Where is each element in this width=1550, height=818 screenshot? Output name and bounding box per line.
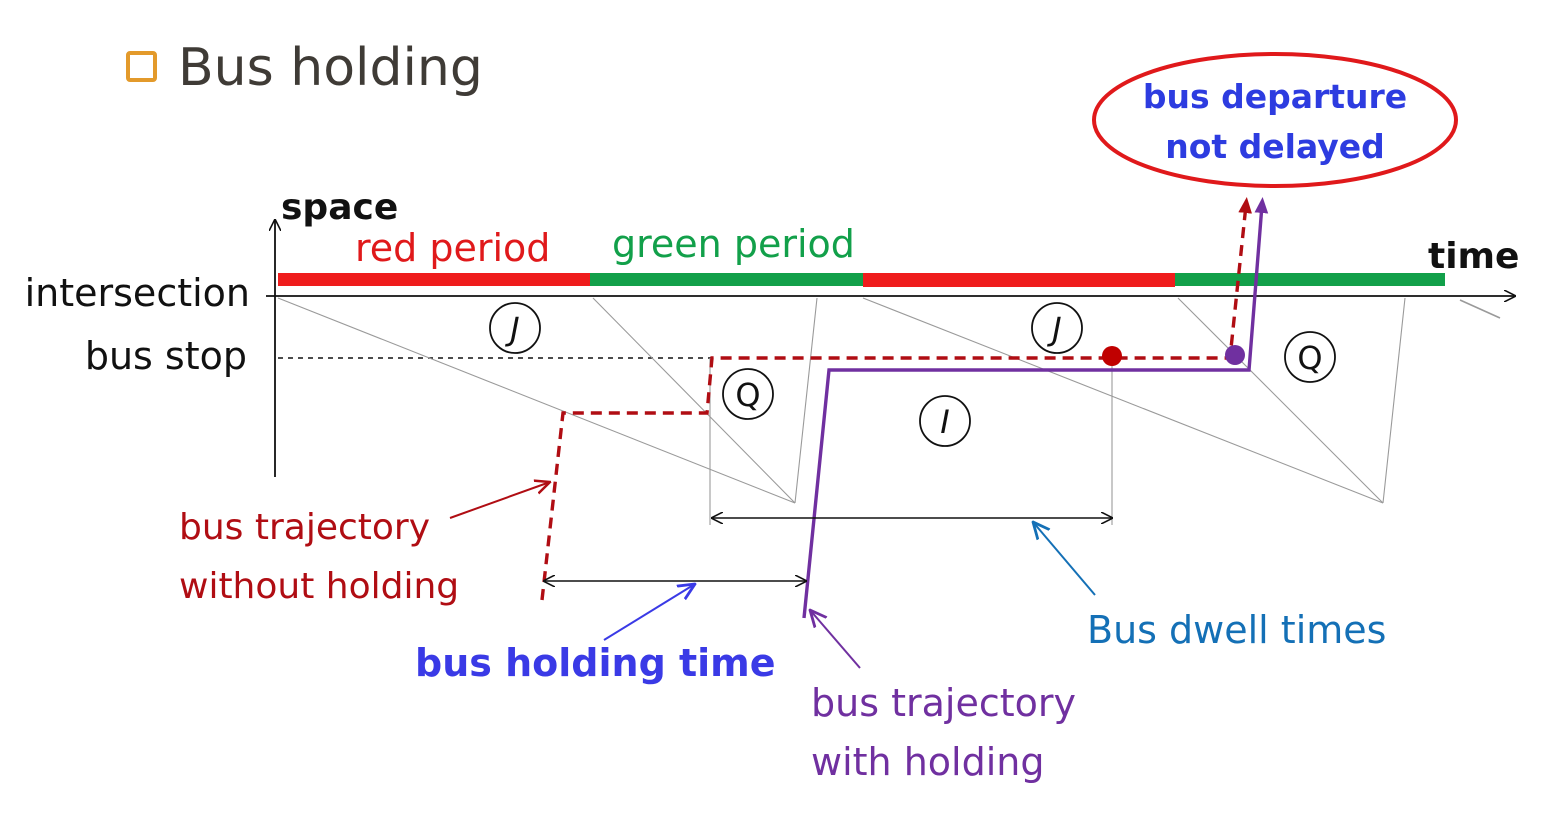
red-period-bar-1: [278, 273, 590, 286]
green-period-label: green period: [612, 222, 855, 266]
x-axis-extension: [1459, 299, 1501, 319]
axes: space time intersection bus stop: [25, 187, 1519, 477]
zone-q-1: Q: [722, 368, 774, 420]
dwell-times-label: Bus dwell times: [1087, 608, 1386, 652]
signal-bars: red period green period: [278, 222, 1445, 287]
holding-time-span: bus holding time: [415, 581, 806, 685]
shockwave-lines: [277, 297, 1406, 525]
x-axis-label: time: [1428, 236, 1519, 277]
trajectory-with-holding-path: [802, 197, 1269, 619]
with-holding-label-line2: with holding: [811, 740, 1044, 784]
green-period-bar-1: [590, 273, 863, 286]
dwell-times-pointer: [1033, 522, 1096, 596]
green-period-bar-2: [1175, 273, 1445, 286]
red-dot: [1102, 346, 1122, 366]
with-holding-label-line1: bus trajectory: [811, 681, 1076, 725]
trajectory-without-holding: [540, 197, 1252, 601]
purple-dot: [1225, 345, 1245, 365]
zone-j-1: J: [489, 302, 541, 354]
with-holding-annotation: bus trajectory with holding: [810, 610, 1076, 784]
svg-text:Q: Q: [735, 376, 760, 414]
title-group: Bus holding: [126, 38, 483, 98]
svg-text:I: I: [940, 403, 949, 441]
with-holding-pointer: [810, 610, 861, 669]
page-title: Bus holding: [178, 38, 483, 98]
y-axis-label: space: [281, 187, 398, 228]
callout: bus departure not delayed: [1092, 52, 1458, 188]
shockwave-line: [794, 297, 818, 504]
zone-i: I: [919, 395, 971, 447]
callout-ellipse: [1092, 52, 1458, 188]
without-holding-annotation: bus trajectory without holding: [179, 482, 550, 607]
callout-text-line1: bus departure: [1143, 77, 1407, 116]
without-holding-label-line1: bus trajectory: [179, 507, 430, 548]
zone-j-2: J: [1031, 302, 1083, 354]
shockwave-line: [277, 297, 796, 504]
red-period-bar-2: [863, 273, 1175, 287]
shockwave-line: [1177, 297, 1384, 504]
without-holding-pointer: [449, 482, 550, 519]
shockwave-line: [1382, 297, 1406, 504]
holding-time-label: bus holding time: [415, 641, 776, 685]
holding-time-pointer: [603, 584, 695, 641]
hollow-square-bullet-icon: [126, 51, 157, 82]
trajectory-with-holding: [802, 197, 1269, 619]
svg-text:Q: Q: [1297, 339, 1322, 377]
intersection-label: intersection: [25, 271, 250, 315]
without-holding-label-line2: without holding: [179, 566, 459, 607]
zone-q-2: Q: [1284, 331, 1336, 383]
shockwave-line: [862, 297, 1384, 504]
bus-stop-label: bus stop: [85, 334, 247, 378]
callout-text-line2: not delayed: [1165, 127, 1385, 166]
shockwave-line: [592, 297, 796, 504]
zone-markers: J J Q Q I: [489, 302, 1336, 447]
dwell-times-span: Bus dwell times: [712, 518, 1386, 652]
red-period-label: red period: [355, 226, 550, 270]
